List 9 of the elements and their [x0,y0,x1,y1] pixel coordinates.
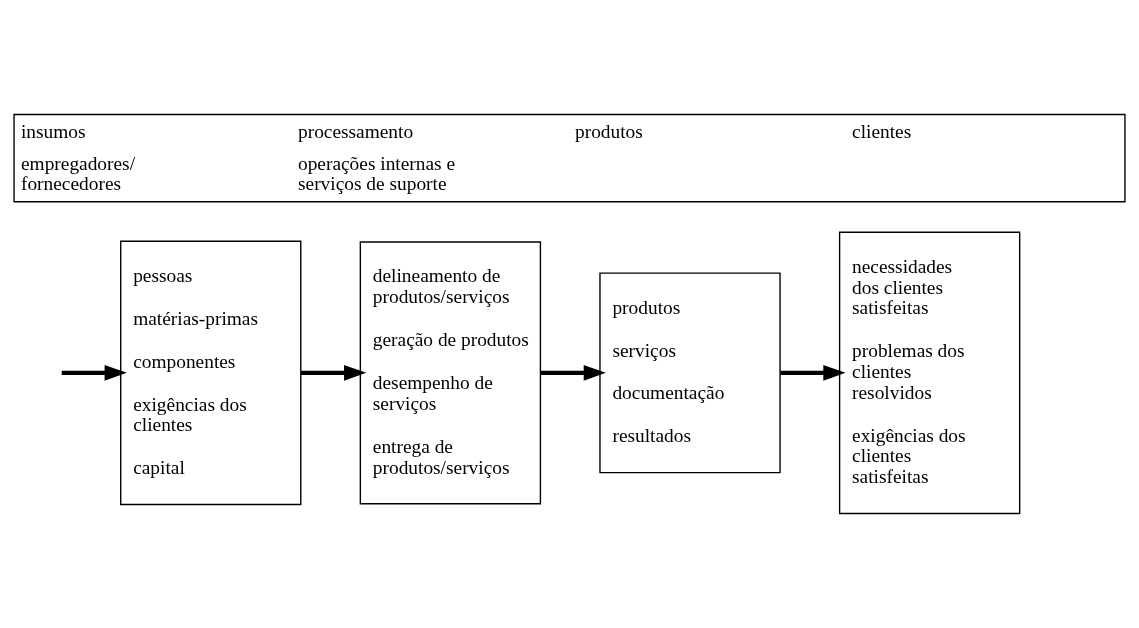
arrow [301,365,367,381]
arrow [780,365,846,381]
node-box: produtos serviços documentação resultados [599,272,781,474]
node-box: pessoas matérias-primas componentes exigências dos clientes capital [120,240,302,506]
arrow [540,365,606,381]
node-box: insumos processamento produtos clientes empregadores/ fornecedores operações internas e serviços de suporte [13,113,1126,203]
node-box: delineamento de produtos/serviços geração de produtos desempenho de serviços entrega de produtos/serviços [359,241,542,505]
arrow [61,365,127,381]
node-box: necessidades dos clientes satisfeitas problemas dos clientes resolvidos exigências dos clientes satisfeitas [838,231,1021,515]
